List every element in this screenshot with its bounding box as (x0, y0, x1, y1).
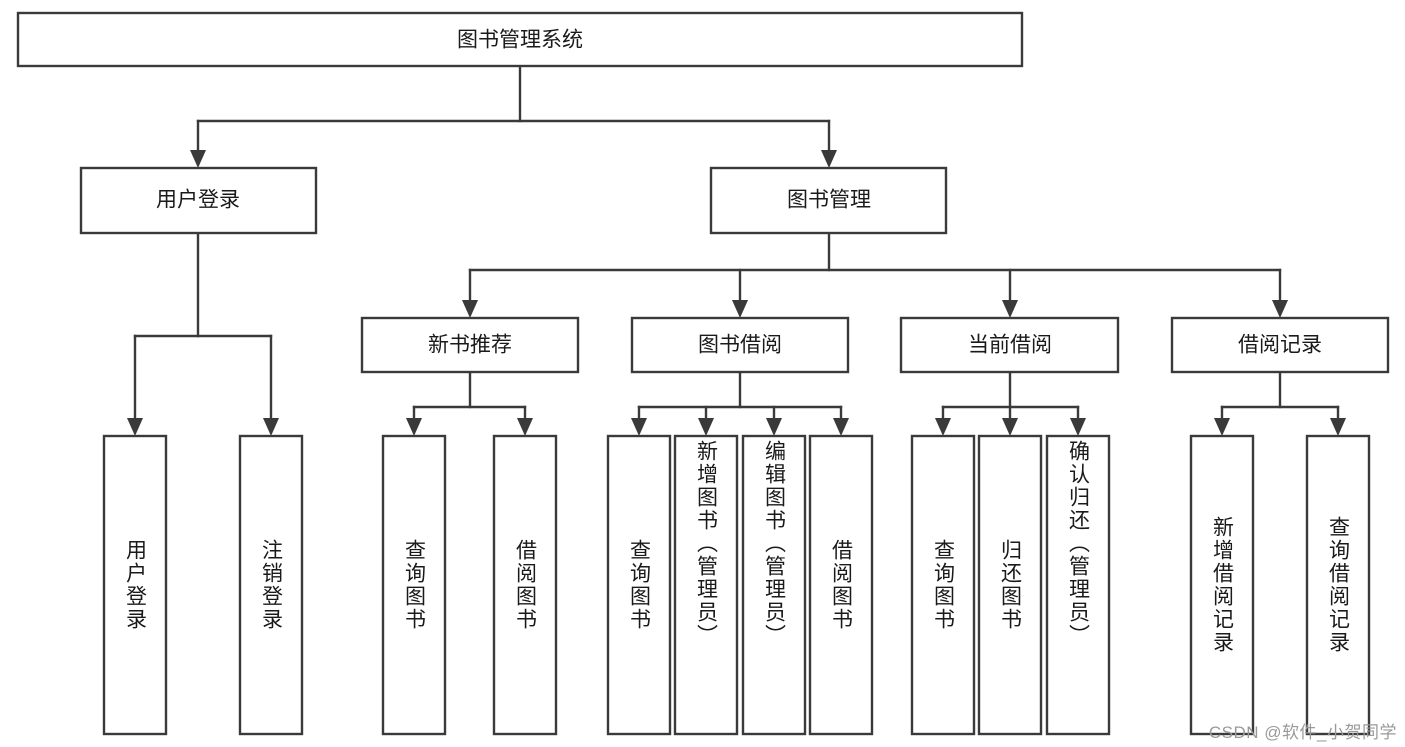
leaf-box-add-book[interactable] (673, 434, 739, 736)
node-root-box[interactable] (16, 11, 1024, 68)
arrowhead-leaf-confirm-return (1070, 418, 1086, 436)
connector-group-new-book-recommend (406, 370, 533, 436)
arrowhead-leaf-query-book-2 (631, 418, 647, 436)
node-current-borrow[interactable]: 当前借阅 (899, 316, 1120, 374)
node-current-borrow-box[interactable] (899, 316, 1120, 374)
csdn-watermark: CSDN @软件_小贺同学 (1208, 723, 1397, 742)
arrowhead-current-borrow (1002, 300, 1018, 318)
node-book-management-label: 图书管理 (787, 189, 871, 212)
connector-group-current-borrow (935, 370, 1086, 436)
node-current-borrow-label: 当前借阅 (968, 334, 1052, 357)
connector-group-borrow-record (1214, 370, 1346, 436)
leaf-box-query-book-2[interactable] (606, 434, 672, 736)
node-book-management-box[interactable] (709, 166, 948, 235)
leaf-box-borrow-book-1[interactable] (492, 434, 558, 736)
node-user-login-box[interactable] (79, 166, 318, 235)
arrowhead-leaf-add-record (1214, 418, 1230, 436)
arrowhead-leaf-borrow-book-1 (517, 418, 533, 436)
node-new-book-recommend-label: 新书推荐 (428, 334, 512, 357)
connector-group-book-management (462, 231, 1288, 318)
leaf-box-confirm-return[interactable] (1045, 434, 1111, 736)
leaf-box-edit-book[interactable] (741, 434, 807, 736)
node-borrow-record-box[interactable] (1170, 316, 1390, 374)
leaf-box-user-login[interactable] (102, 434, 168, 736)
node-book-management[interactable]: 图书管理 (709, 166, 948, 235)
leaf-box-return-book[interactable] (977, 434, 1043, 736)
leaf-boxes (102, 434, 1371, 736)
connector-group-user-login (127, 231, 279, 436)
connector-group-root (190, 64, 837, 168)
arrowhead-leaf-return-book (1002, 418, 1018, 436)
arrowhead-leaf-edit-book (766, 418, 782, 436)
arrowhead-leaf-query-record (1330, 418, 1346, 436)
arrowhead-borrow-record (1272, 300, 1288, 318)
node-root-label: 图书管理系统 (457, 29, 583, 52)
node-book-borrow[interactable]: 图书借阅 (630, 316, 850, 374)
leaf-box-query-book-3[interactable] (910, 434, 976, 736)
node-borrow-record[interactable]: 借阅记录 (1170, 316, 1390, 374)
node-book-borrow-box[interactable] (630, 316, 850, 374)
connector-group-book-borrow (631, 370, 849, 436)
node-root[interactable]: 图书管理系统 (16, 11, 1024, 68)
node-user-login-label: 用户登录 (156, 189, 240, 212)
leaf-box-borrow-book-2[interactable] (808, 434, 874, 736)
arrowhead-new-book-recommend (462, 300, 478, 318)
leaf-box-logout[interactable] (238, 434, 304, 736)
node-new-book-recommend-box[interactable] (360, 316, 580, 374)
arrowhead-book-management (821, 150, 837, 168)
arrowhead-book-borrow (732, 300, 748, 318)
leaf-box-query-book-1[interactable] (381, 434, 447, 736)
node-user-login[interactable]: 用户登录 (79, 166, 318, 235)
node-book-borrow-label: 图书借阅 (698, 334, 782, 357)
arrowhead-user-login (190, 150, 206, 168)
node-new-book-recommend[interactable]: 新书推荐 (360, 316, 580, 374)
node-borrow-record-label: 借阅记录 (1238, 334, 1322, 357)
leaf-box-query-record[interactable] (1305, 434, 1371, 736)
arrowhead-leaf-query-book-1 (406, 418, 422, 436)
arrowhead-leaf-user-login (127, 418, 143, 436)
arrowhead-leaf-add-book (698, 418, 714, 436)
arrowhead-leaf-borrow-book-2 (833, 418, 849, 436)
leaf-box-add-record[interactable] (1189, 434, 1255, 736)
arrowhead-leaf-query-book-3 (935, 418, 951, 436)
arrowhead-leaf-logout (263, 418, 279, 436)
